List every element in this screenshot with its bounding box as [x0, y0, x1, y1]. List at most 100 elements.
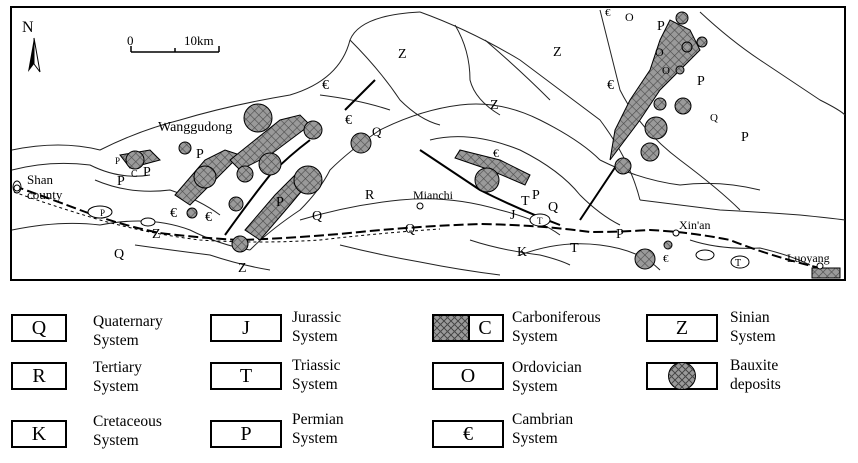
legend-label: Tertiary System [93, 359, 142, 395]
svg-text:O: O [655, 45, 664, 59]
deposit [178, 141, 192, 155]
map-frame [10, 6, 846, 281]
legend-symbol: O [432, 362, 504, 390]
deposit [663, 240, 673, 250]
scale-zero: 0 [127, 33, 134, 48]
svg-text:€: € [493, 146, 499, 160]
legend-item-ordovician: O Ordovician System [432, 356, 642, 395]
place-xinan: Xin'an [679, 218, 711, 232]
deposit [681, 41, 693, 53]
town-markers [13, 184, 824, 270]
deposit [640, 142, 660, 162]
svg-text:T: T [570, 241, 579, 256]
legend-label: Triassic System [292, 357, 341, 393]
svg-text:R: R [365, 188, 375, 203]
svg-text:Z: Z [490, 98, 499, 113]
legend: Q Quaternary System R Tertiary System K … [0, 290, 858, 463]
legend-label: Cambrian System [512, 411, 574, 447]
svg-text:Z: Z [553, 45, 562, 60]
legend-item-jurassic: J Jurassic System [210, 308, 410, 346]
legend-label: Ordovician System [512, 359, 582, 395]
legend-symbol: J [210, 314, 282, 342]
svg-text:P: P [697, 74, 705, 89]
north-label: N [22, 19, 34, 36]
legend-item-bauxite: Bauxite deposits [646, 356, 846, 394]
svg-text:€: € [607, 78, 614, 93]
legend-item-cretaceous: K Cretaceous System [11, 413, 201, 452]
svg-text:P: P [196, 147, 204, 162]
svg-text:P: P [117, 174, 125, 189]
legend-symbol: K [11, 420, 67, 448]
deposit [231, 235, 249, 253]
highway [13, 191, 441, 243]
svg-text:T: T [537, 216, 543, 226]
legend-label: Sinian System [730, 309, 776, 345]
bauxite-circle-icon [668, 362, 696, 390]
svg-text:O: O [625, 10, 634, 24]
legend-label: Carboniferous System [512, 309, 601, 345]
deposit [634, 248, 656, 270]
deposit [696, 36, 708, 48]
legend-symbol: Q [11, 314, 67, 342]
svg-text:P: P [115, 156, 120, 166]
deposit [293, 165, 323, 195]
svg-text:J: J [510, 208, 516, 223]
deposit [675, 11, 689, 25]
legend-symbol: Z [646, 314, 718, 342]
legend-item-sinian: Z Sinian System [646, 308, 846, 346]
legend-symbol: R [11, 362, 67, 390]
minor-outcrops [12, 180, 750, 269]
legend-symbol: P [210, 420, 282, 448]
luoyang-city [811, 267, 841, 279]
legend-label: Permian System [292, 411, 344, 447]
svg-text:Q: Q [312, 209, 322, 224]
deposit [474, 167, 500, 193]
svg-text:C: C [131, 169, 138, 180]
railway [13, 185, 821, 269]
legend-symbol: T [210, 362, 282, 390]
legend-label: Bauxite deposits [730, 357, 781, 393]
svg-text:K: K [517, 245, 527, 260]
deposit [193, 165, 217, 189]
deposit [303, 120, 323, 140]
svg-text:Q: Q [710, 112, 718, 124]
deposit [644, 116, 668, 140]
unit-labels: Z Z Z Z Z Q Q Q Q Q Q P P P P P P P P P … [100, 7, 749, 276]
deposit [125, 150, 145, 170]
svg-text:€: € [663, 253, 669, 265]
svg-text:P: P [657, 19, 665, 34]
legend-symbol: € [432, 420, 504, 448]
svg-text:P: P [741, 130, 749, 145]
legend-item-permian: P Permian System [210, 411, 410, 452]
svg-text:€: € [345, 113, 352, 128]
legend-item-carboniferous: C Carboniferous System [432, 308, 642, 346]
place-luoyang: Luoyang [787, 251, 830, 265]
legend-item-cambrian: € Cambrian System [432, 411, 642, 452]
geological-map: N 0 10km Wanggudong Mianchi Xin'an Luoya… [10, 6, 846, 281]
boundary-lines [11, 9, 846, 276]
svg-text:T: T [735, 258, 741, 269]
svg-text:Q: Q [114, 247, 124, 262]
deposit [258, 152, 282, 176]
svg-text:€: € [322, 78, 329, 93]
svg-text:Q: Q [405, 222, 415, 237]
scale-ten: 10km [184, 33, 214, 48]
svg-text:Z: Z [238, 261, 247, 276]
svg-text:P: P [276, 195, 284, 210]
scale-bar: 0 10km [127, 33, 220, 53]
place-wanggudong: Wanggudong [158, 120, 232, 135]
svg-text:P: P [100, 208, 105, 218]
svg-text:Q: Q [548, 200, 558, 215]
legend-item-quaternary: Q Quaternary System [11, 308, 201, 349]
deposit [228, 196, 244, 212]
place-mianchi: Mianchi [413, 188, 454, 202]
deposit [236, 165, 254, 183]
svg-text:€: € [205, 210, 212, 225]
deposit [350, 132, 372, 154]
legend-symbol: C [478, 316, 492, 339]
deposit [675, 65, 685, 75]
svg-text:T: T [521, 194, 530, 209]
svg-text:Z: Z [398, 47, 407, 62]
deposit [243, 103, 273, 133]
deposit [653, 97, 667, 111]
